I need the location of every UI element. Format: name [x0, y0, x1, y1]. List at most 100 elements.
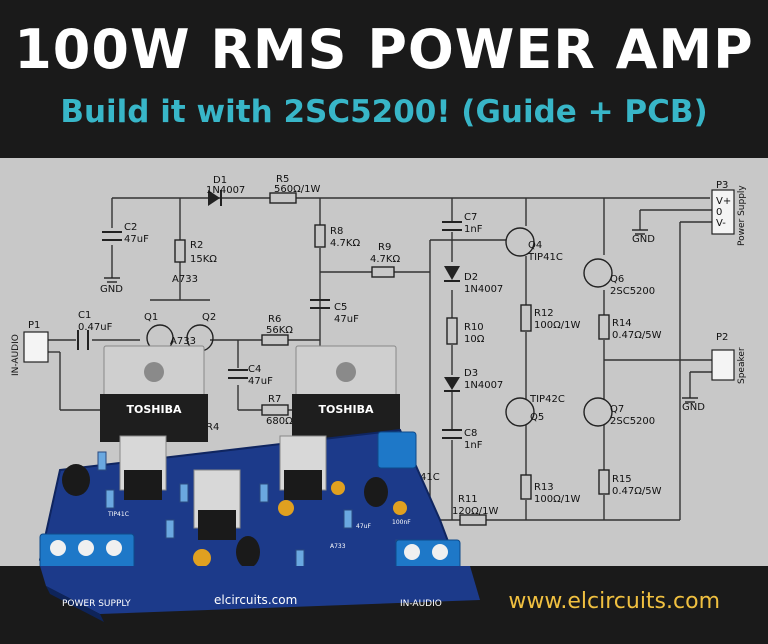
label-c7: C7 — [464, 212, 477, 223]
label-c5: C5 — [334, 302, 347, 313]
label-q4-value: TIP41C — [527, 252, 563, 263]
label-q1: Q1 — [144, 312, 158, 323]
capacitors — [77, 221, 462, 439]
pcb-label-power-supply: POWER SUPPLY — [62, 599, 131, 609]
label-c7-value: 1nF — [464, 224, 483, 235]
footer-banner: POWER SUPPLY elcircuits.com IN-AUDIO www… — [0, 566, 768, 644]
schematic-panel: D1 1N4007 R5 560Ω/1W P3 V+ 0 V- Power Su… — [0, 158, 768, 620]
label-d1: D1 — [213, 175, 227, 186]
label-power-supply: Power Supply — [737, 185, 747, 246]
label-r12-value: 100Ω/1W — [534, 320, 580, 331]
diode-d1 — [208, 190, 222, 206]
label-a733-bottom: A733 — [170, 336, 196, 347]
label-c4-value: 47uF — [248, 376, 273, 387]
label-r10: R10 — [464, 322, 484, 333]
resistors — [174, 192, 610, 526]
connectors — [23, 189, 735, 381]
label-a733-top: A733 — [172, 274, 198, 285]
label-p3-pin2: 0 — [716, 207, 722, 218]
label-c5-value: 47uF — [334, 314, 359, 325]
page-title: 100W RMS POWER AMP — [14, 18, 754, 81]
label-r15-value: 0.47Ω/5W — [612, 486, 662, 497]
label-r7-value: 680Ω — [266, 416, 293, 427]
label-q4: Q4 — [528, 240, 542, 251]
label-d2-value: 1N4007 — [464, 284, 503, 295]
toshiba-label-right: TOSHIBA — [319, 403, 374, 416]
label-r13-value: 100Ω/1W — [534, 494, 580, 505]
label-r11-value: 120Ω/1W — [452, 506, 498, 517]
pcb-board-lower: POWER SUPPLY elcircuits.com IN-AUDIO — [40, 566, 480, 622]
pcb-label-site: elcircuits.com — [214, 593, 297, 607]
circuit-schematic: D1 1N4007 R5 560Ω/1W P3 V+ 0 V- Power Su… — [11, 174, 747, 620]
label-r4: R4 — [206, 422, 219, 433]
speaker-terminal-block — [377, 431, 417, 469]
page-subtitle: Build it with 2SC5200! (Guide + PCB) — [60, 94, 708, 130]
pcb-label-in-audio: IN-AUDIO — [400, 599, 442, 609]
label-r10-value: 10Ω — [464, 334, 485, 345]
toshiba-transistor-right: TOSHIBA — [292, 345, 400, 442]
label-r14-value: 0.47Ω/5W — [612, 330, 662, 341]
label-r8: R8 — [330, 226, 343, 237]
label-q5: Q5 — [530, 412, 544, 423]
ground-symbols — [104, 229, 698, 403]
label-r11: R11 — [458, 494, 478, 505]
label-q7-value: 2SC5200 — [610, 416, 655, 427]
header-banner: 100W RMS POWER AMP Build it with 2SC5200… — [0, 0, 768, 158]
label-d1-value: 1N4007 — [206, 185, 245, 196]
label-r2: R2 — [190, 240, 203, 251]
toshiba-label-left: TOSHIBA — [127, 403, 182, 416]
label-c8: C8 — [464, 428, 477, 439]
pcb-film-caps — [193, 481, 407, 567]
label-p3-pin3: V- — [716, 218, 726, 229]
pcb-board: TIP41C A733 47uF 100nF — [38, 428, 472, 620]
label-c2: C2 — [124, 222, 137, 233]
label-p3: P3 — [716, 180, 728, 191]
label-q6: Q6 — [610, 274, 624, 285]
label-r14: R14 — [612, 318, 632, 329]
label-r9: R9 — [378, 242, 391, 253]
label-d2: D2 — [464, 272, 478, 283]
pcb-cap-1 — [62, 464, 90, 496]
website-link[interactable]: www.elcircuits.com — [508, 589, 720, 614]
label-r6-value: 56KΩ — [266, 325, 293, 336]
pcb-transistor-body-3 — [284, 470, 322, 500]
label-r2-value: 15KΩ — [190, 254, 217, 265]
label-r5: R5 — [276, 174, 289, 185]
pcb-tag-47uf: 47uF — [356, 523, 371, 530]
label-c8-value: 1nF — [464, 440, 483, 451]
label-gnd-3: GND — [682, 402, 705, 413]
label-r5-value: 560Ω/1W — [274, 184, 320, 195]
label-d3: D3 — [464, 368, 478, 379]
label-c4: C4 — [248, 364, 261, 375]
label-gnd-2: GND — [632, 234, 655, 245]
toshiba-transistor-left: TOSHIBA — [100, 345, 208, 442]
diodes-d2-d3 — [444, 266, 460, 392]
label-gnd-1: GND — [100, 284, 123, 295]
label-tip41c-partial: 41C — [420, 472, 440, 483]
label-r9-value: 4.7KΩ — [370, 254, 400, 265]
label-q2: Q2 — [202, 312, 216, 323]
wires — [48, 197, 712, 521]
transistor-symbols — [146, 227, 613, 427]
label-r15: R15 — [612, 474, 632, 485]
label-q7: Q7 — [610, 404, 624, 415]
pcb-tag-tip41c: TIP41C — [107, 511, 129, 518]
label-c2-value: 47uF — [124, 234, 149, 245]
label-r13: R13 — [534, 482, 554, 493]
pcb-cap-3 — [236, 536, 260, 568]
pcb-tag-100nf: 100nF — [392, 519, 411, 526]
label-c1: C1 — [78, 310, 91, 321]
label-q6-value: 2SC5200 — [610, 286, 655, 297]
label-p3-pin1: V+ — [716, 196, 731, 207]
label-r7: R7 — [268, 394, 281, 405]
label-p2: P2 — [716, 332, 728, 343]
label-speaker: Speaker — [737, 347, 747, 384]
label-r12: R12 — [534, 308, 554, 319]
label-q5-value: TIP42C — [529, 394, 565, 405]
label-in-audio: IN-AUDIO — [11, 334, 21, 376]
label-d3-value: 1N4007 — [464, 380, 503, 391]
label-r6: R6 — [268, 314, 281, 325]
pcb-cap-2 — [364, 477, 388, 507]
label-p1: P1 — [28, 320, 40, 331]
